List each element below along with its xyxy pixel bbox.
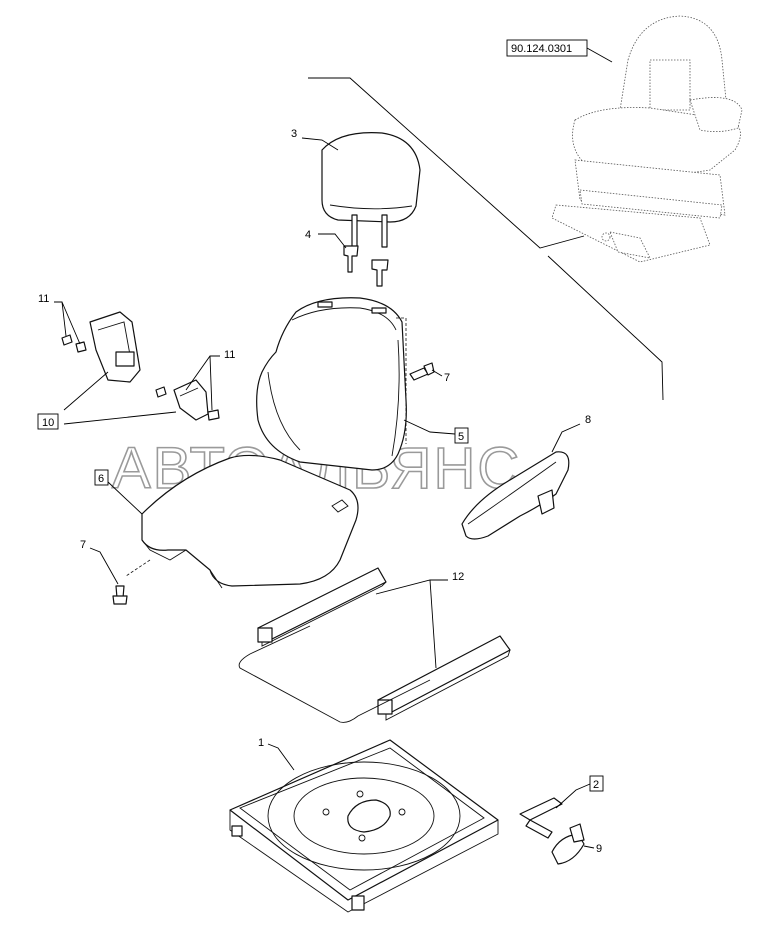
- leader-10: [63, 371, 177, 425]
- screw-lower: [112, 585, 128, 605]
- backrest: [256, 297, 407, 471]
- armrest: [461, 451, 570, 540]
- slide-rails: [238, 567, 511, 723]
- callout-9: 9: [596, 843, 602, 855]
- leader-7-upper: [431, 369, 443, 377]
- boxed-callout-6: 6: [98, 473, 104, 485]
- callout-12: 12: [452, 571, 464, 583]
- leader-4: [318, 233, 347, 249]
- assembly-leader-upper: [308, 77, 585, 249]
- seat-belt-assembly: [89, 311, 220, 421]
- leader-9: [583, 845, 595, 849]
- callout-11-left: 11: [38, 293, 49, 305]
- leader-7-lower: [89, 547, 119, 585]
- leader-5: [403, 419, 456, 435]
- screw-axis-lower: [125, 559, 151, 577]
- assembly-leader-lower: [547, 255, 664, 401]
- headrest: [321, 132, 421, 248]
- leader-12: [375, 579, 448, 669]
- leader-8: [551, 423, 581, 453]
- belt-nuts: [61, 334, 87, 353]
- swivel-base: [229, 739, 499, 913]
- callout-11-right: 11: [224, 349, 235, 361]
- boxed-callout-10: 10: [42, 417, 54, 429]
- reference-number-label: 90.124.0301: [511, 43, 572, 55]
- leader-2: [555, 783, 591, 809]
- leader-6: [107, 481, 143, 515]
- box-5: [454, 427, 469, 444]
- swivel-lever: [519, 797, 585, 865]
- boxed-callout-5: 5: [458, 431, 464, 443]
- reference-leader-line: [586, 47, 613, 63]
- screw-upper: [409, 362, 435, 381]
- leader-11-left: [54, 301, 81, 345]
- seat-cushion: [141, 454, 359, 589]
- callout-7-lower: 7: [80, 539, 86, 551]
- headrest-guides: [343, 245, 389, 287]
- callout-7-upper: 7: [444, 372, 450, 384]
- callout-4: 4: [305, 229, 311, 241]
- callout-3: 3: [291, 128, 297, 140]
- leader-1: [267, 743, 295, 771]
- callout-1: 1: [258, 737, 264, 749]
- box-2: [589, 775, 604, 792]
- box-10: [37, 413, 59, 430]
- leader-3: [301, 137, 339, 151]
- leader-11-right: [185, 355, 220, 411]
- box-6: [94, 469, 109, 486]
- reference-seat-assembly: [551, 15, 743, 263]
- boxed-callout-2: 2: [593, 779, 599, 791]
- callout-8: 8: [585, 414, 591, 426]
